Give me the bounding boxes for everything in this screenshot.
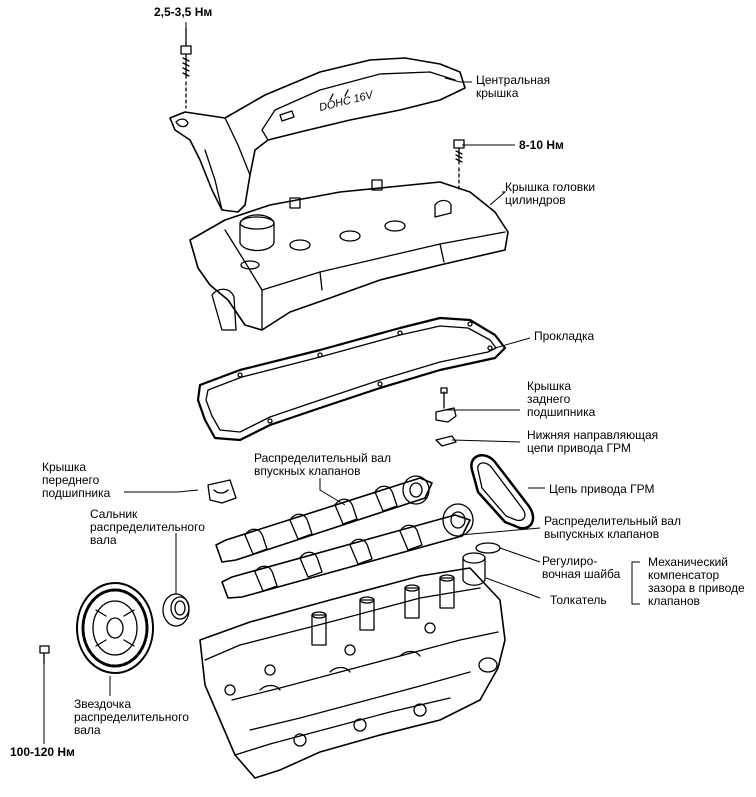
lower-guide-label: Нижняя направляющая цепи привода ГРМ: [527, 428, 659, 455]
camshaft-sprocket-part: [76, 582, 154, 674]
sprocket-label: Звездочка распределительного вала: [74, 697, 189, 737]
gasket-label: Прокладка: [534, 329, 595, 343]
cylinder-head-cover-part: [189, 179, 509, 331]
timing-chain-part: [470, 454, 535, 530]
shim-label: Регулиро- вочная шайба: [542, 554, 621, 581]
torque-label-top: 2,5-3,5 Нм: [154, 5, 213, 19]
gasket-part: [196, 316, 507, 442]
exhaust-camshaft-label: Распределительный вал выпускных клапанов: [544, 514, 681, 541]
shim-part: [475, 542, 501, 554]
bolt-bottom-icon: [39, 645, 50, 665]
hydraulic-adjuster-label: Механический компенсатор зазора в привод…: [648, 555, 745, 608]
bolt-top-icon: [180, 27, 192, 109]
central-cover-label: Центральная крышка: [476, 73, 551, 100]
bolt-mid-icon: [453, 139, 465, 191]
rear-bearing-cap-label: Крышка заднего подшипника: [527, 379, 596, 419]
cylinder-head-part: [199, 567, 506, 779]
head-cover-label: Крышка головки цилиндров: [505, 180, 596, 207]
rear-bearing-cap-part: [435, 387, 457, 447]
tappet-part: [462, 552, 486, 586]
camshaft-seal-label: Сальник распределительного вала: [90, 507, 205, 547]
intake-camshaft-label: Распределительный вал впускных клапанов: [254, 451, 391, 478]
intake-camshaft-part: [215, 475, 433, 563]
leader-lines: [43, 22, 640, 744]
timing-chain-label: Цепь привода ГРМ: [549, 482, 655, 496]
front-bearing-cap-part: [207, 479, 237, 504]
camshaft-seal-part: [162, 593, 190, 627]
torque-label-mid: 8-10 Нм: [519, 138, 564, 152]
tappet-label: Толкатель: [550, 593, 607, 607]
torque-label-bottom: 100-120 Нм: [10, 745, 75, 759]
exhaust-camshaft-part: [221, 503, 474, 599]
central-cover-part: [169, 57, 466, 213]
front-bearing-cap-label: Крышка переднего подшипника: [42, 460, 111, 500]
